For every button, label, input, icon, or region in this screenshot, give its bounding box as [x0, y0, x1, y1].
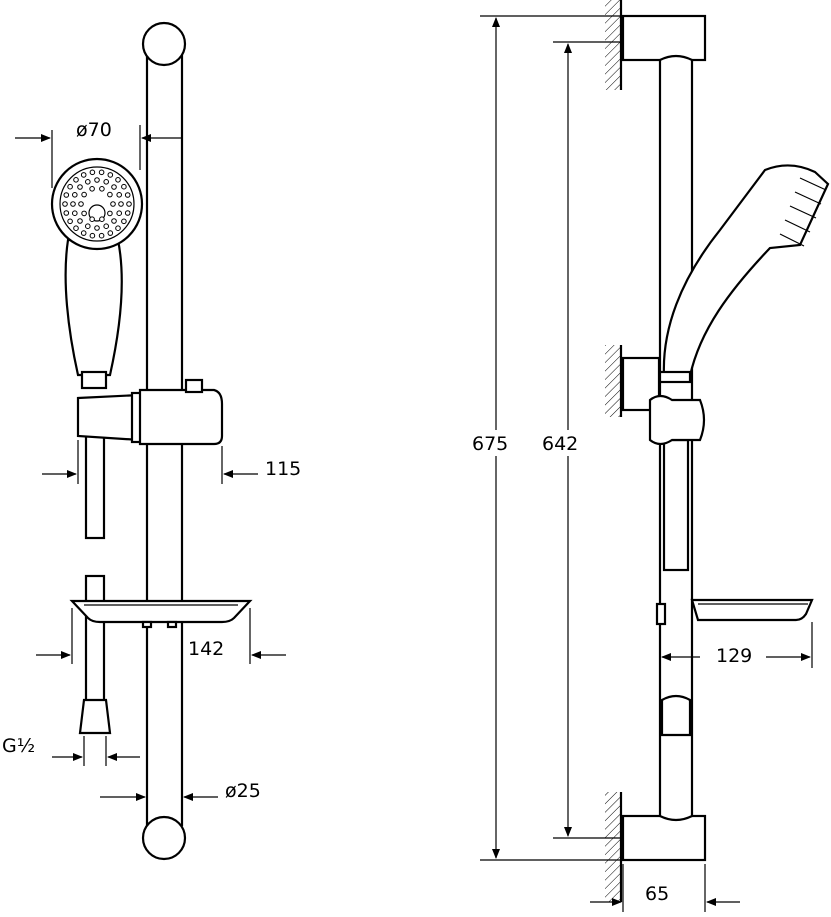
nozzle [124, 210, 131, 216]
nozzle [116, 192, 122, 198]
nozzle [111, 184, 117, 190]
nozzle [85, 179, 91, 185]
nozzle [81, 191, 87, 198]
nozzle [62, 201, 68, 207]
nozzle [126, 201, 132, 207]
nozzle [94, 177, 100, 183]
nozzle [77, 184, 83, 190]
nozzle [115, 225, 121, 231]
nozzle [89, 169, 96, 176]
nozzle [63, 210, 70, 216]
nozzle [77, 218, 83, 224]
nozzle [107, 191, 113, 198]
nozzle [70, 201, 76, 207]
nozzle [80, 230, 87, 236]
nozzle [98, 232, 105, 239]
nozzle [85, 223, 91, 229]
handset-handle [64, 238, 123, 377]
nozzle [99, 186, 105, 192]
nozzle [80, 172, 87, 178]
nozzle [81, 210, 87, 217]
wall-hatch-middle [605, 345, 621, 417]
nozzle [67, 218, 73, 225]
top-wall-bracket [621, 14, 707, 62]
hose-lower [84, 574, 106, 703]
nozzle [124, 192, 131, 198]
slider-holder [76, 378, 224, 446]
dim-soap-dish-side: 129 [716, 645, 752, 667]
nozzle [103, 179, 109, 185]
nozzle [118, 201, 124, 207]
dim-hose-thread: G½ [2, 735, 35, 757]
bottom-end-cap [141, 815, 187, 861]
nozzle [107, 172, 114, 178]
nozzle [63, 192, 70, 198]
nozzle [121, 183, 127, 190]
nozzle [78, 201, 84, 207]
dim-overall-height: 675 [472, 433, 508, 455]
nozzle [107, 210, 113, 217]
front-view: ø70 115 142 G½ ø25 [2, 21, 301, 861]
nozzle [89, 186, 95, 192]
nozzle [89, 232, 96, 239]
nozzle [94, 225, 100, 231]
shower-head [50, 157, 144, 251]
wall-hatch-bottom [605, 792, 621, 902]
side-view: 675 642 129 65 [472, 0, 830, 912]
nozzle [103, 223, 109, 229]
nozzle [73, 225, 79, 231]
hose-connector [78, 698, 112, 735]
side-handset [662, 164, 830, 378]
nozzle [72, 210, 78, 216]
dim-rail-diameter: ø25 [225, 780, 261, 802]
top-end-cap [141, 21, 187, 67]
dim-wall-depth: 65 [645, 883, 669, 905]
nozzle [111, 218, 117, 224]
dim-slider-projection: 115 [265, 458, 301, 480]
nozzle [110, 201, 116, 207]
nozzle [107, 230, 114, 236]
nozzle [72, 192, 78, 198]
dim-head-diameter: ø70 [76, 119, 112, 141]
side-soap-dish [655, 598, 814, 626]
nozzle [116, 210, 122, 216]
side-slider-holder [648, 394, 706, 446]
nozzle [121, 218, 127, 225]
wall-hatch-top [605, 0, 621, 90]
nozzle [115, 177, 121, 183]
nozzle [98, 169, 105, 176]
nozzle [67, 183, 73, 190]
soap-dish [69, 599, 253, 629]
nozzle [73, 177, 79, 183]
hose-upper [84, 426, 106, 540]
nozzle [99, 216, 105, 222]
bottom-wall-bracket [621, 814, 707, 862]
dim-soap-dish-left: 142 [188, 638, 224, 660]
nozzle [89, 216, 95, 222]
dim-fixing-centres: 642 [542, 433, 578, 455]
